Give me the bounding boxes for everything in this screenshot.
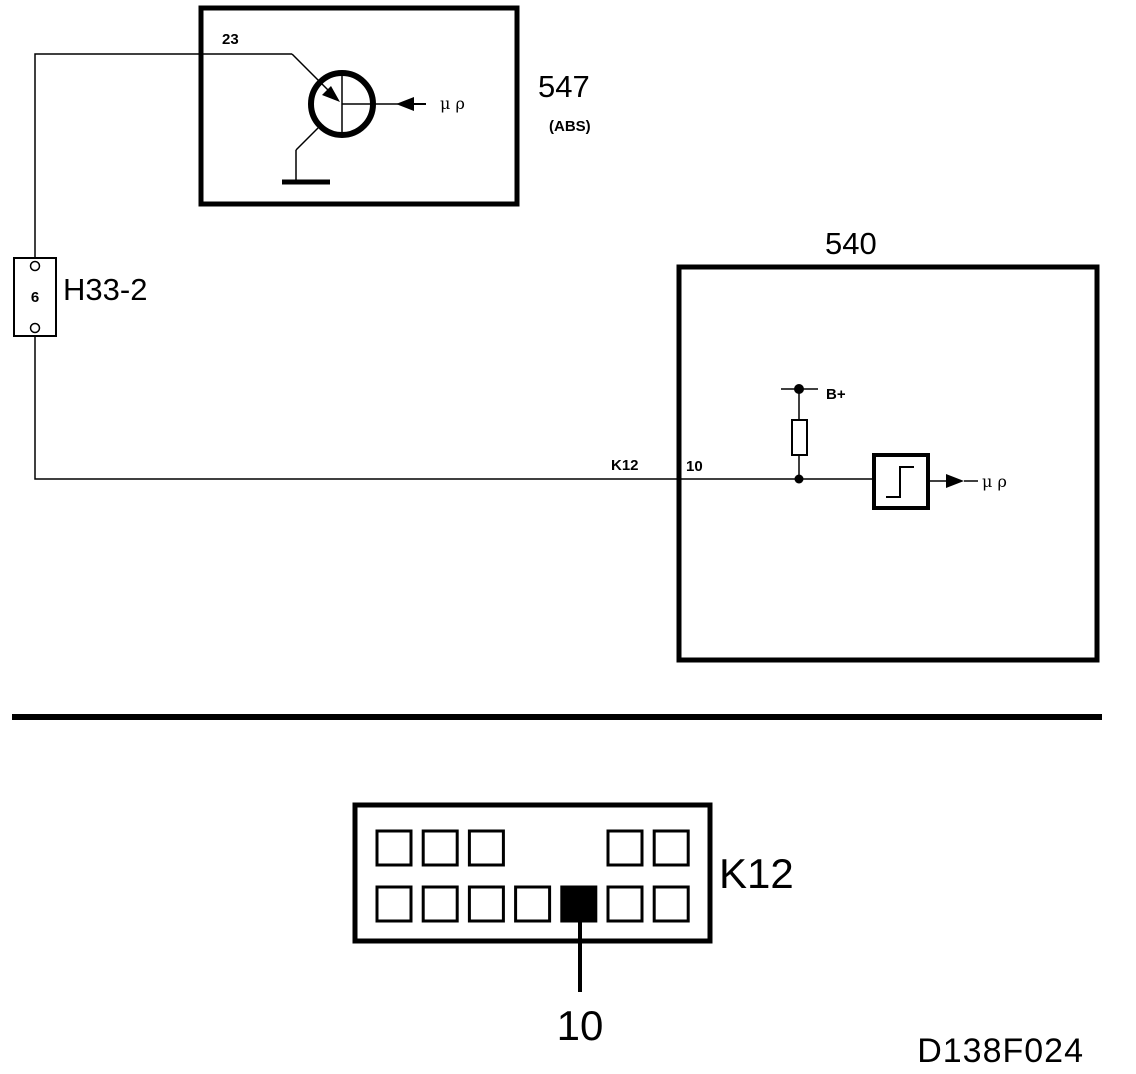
connector-cavity bbox=[652, 829, 690, 867]
wire-h33-to-540 bbox=[34, 335, 680, 480]
connector-cavity bbox=[467, 885, 505, 923]
junction-node bbox=[794, 474, 804, 484]
connector-cavity bbox=[421, 885, 459, 923]
connector-cavity bbox=[375, 885, 413, 923]
module-547: 23 μ ρ bbox=[198, 5, 520, 207]
module-540-box bbox=[676, 264, 1100, 663]
connector-k12-body bbox=[352, 802, 713, 944]
connector-k12-id: K12 bbox=[719, 850, 794, 897]
sensor-signal-label: μ ρ bbox=[440, 94, 465, 113]
output-arrow-icon bbox=[946, 474, 964, 488]
output-signal-label: μ ρ bbox=[982, 472, 1007, 491]
sensor-signal-arrow-icon bbox=[396, 97, 414, 111]
connector-cavity bbox=[421, 829, 459, 867]
connector-bottom-row bbox=[375, 885, 690, 923]
figure-reference: D138F024 bbox=[917, 1032, 1084, 1070]
connector-k12-pin-callout: 10 bbox=[557, 1002, 604, 1049]
resistor-icon bbox=[791, 419, 808, 456]
wire-547-to-h33 bbox=[34, 53, 292, 262]
harness-label-k12: K12 bbox=[611, 457, 639, 474]
inline-connector-top-pin bbox=[29, 260, 41, 272]
supply-label: B+ bbox=[826, 386, 846, 403]
module-547-sublabel: (ABS) bbox=[549, 118, 591, 135]
module-547-pin-label: 23 bbox=[222, 31, 239, 48]
schmitt-trigger-icon bbox=[886, 466, 914, 498]
emitter-arrow-icon bbox=[322, 86, 340, 102]
connector-cavity bbox=[606, 829, 644, 867]
connector-cavity-highlighted bbox=[560, 885, 598, 923]
connector-k12-face bbox=[352, 802, 713, 992]
connector-cavity bbox=[652, 885, 690, 923]
connector-cavity bbox=[375, 829, 413, 867]
module-540: K12 10 B+ bbox=[611, 264, 1100, 663]
module-540-pin-label: 10 bbox=[686, 458, 703, 475]
connector-cavity bbox=[514, 885, 552, 923]
inline-connector-pin-label: 6 bbox=[31, 289, 39, 306]
module-547-id: 547 bbox=[538, 69, 590, 104]
module-540-id: 540 bbox=[825, 226, 877, 261]
connector-top-row bbox=[375, 829, 690, 867]
inline-connector-id: H33-2 bbox=[63, 272, 147, 307]
connector-cavity bbox=[606, 885, 644, 923]
inline-connector-bottom-pin bbox=[29, 322, 41, 334]
module-547-box bbox=[198, 5, 520, 207]
connector-cavity bbox=[467, 829, 505, 867]
inline-connector-h33-2: 6 bbox=[13, 257, 57, 337]
